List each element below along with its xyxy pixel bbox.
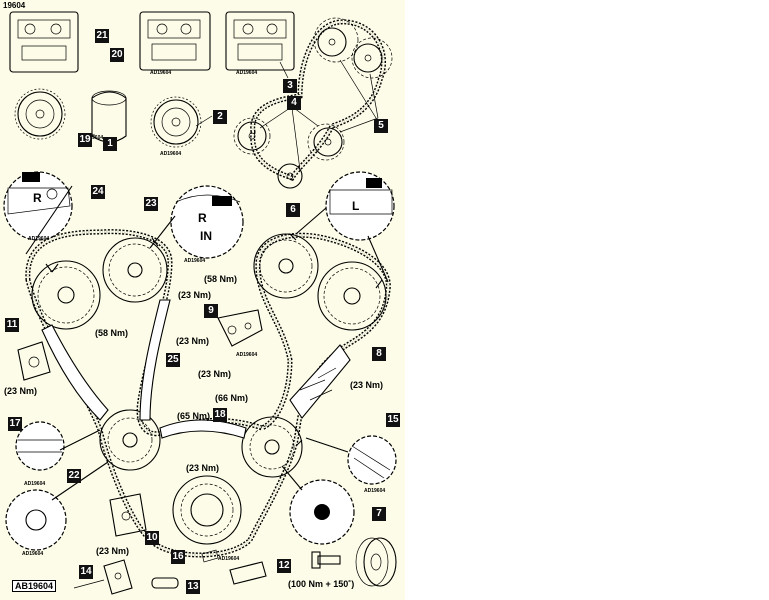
callout-1: 1 [103, 137, 117, 151]
ad-code-label: AD19604 [28, 236, 50, 242]
callout-6: 6 [286, 203, 300, 217]
crank-bolt [311, 551, 341, 569]
tensioner-9 [217, 309, 263, 347]
chain-guide-left [41, 324, 109, 421]
callout-23: 23 [144, 197, 158, 211]
callout-22: 22 [67, 469, 81, 483]
callout-10: 10 [145, 531, 159, 545]
detail-6: L [325, 171, 395, 241]
cam-sprocket-left-2 [102, 237, 168, 303]
tensioner-10 [109, 493, 147, 537]
ad-code-label: AD19604 [364, 488, 386, 494]
torque-tensioner-10: (23 Nm) [96, 546, 130, 556]
callout-15: 15 [386, 413, 400, 427]
torque-tensioner-9: (23 Nm) [176, 336, 210, 346]
callout-16: 16 [171, 550, 185, 564]
callout-20: 20 [110, 48, 124, 62]
idler-left [99, 409, 161, 471]
ad-code-label: AD19604 [160, 151, 182, 157]
sprocket-19 [14, 88, 66, 140]
callout-18: 18 [213, 408, 227, 422]
cam-sprocket-left-1 [31, 260, 101, 330]
callout-9: 9 [204, 304, 218, 318]
crank-sprocket [172, 475, 242, 545]
tool-12 [201, 549, 267, 585]
torque-guide-lower: (23 Nm) [186, 463, 220, 473]
callout-13: 13 [186, 580, 200, 594]
callout-17: 17 [8, 417, 22, 431]
cam-sprocket-right-1 [253, 233, 319, 299]
mark-in-label: IN [200, 229, 212, 243]
torque-right-cam: (58 Nm) [204, 274, 238, 284]
callout-5: 5 [374, 119, 388, 133]
callout-25: 25 [166, 353, 180, 367]
callout-11: 11 [5, 318, 19, 332]
callout-3: 3 [283, 79, 297, 93]
callout-4: 4 [287, 96, 301, 110]
callout-21: 21 [95, 29, 109, 43]
pin-13 [151, 577, 179, 589]
timing-chain-diagram: R R IN L [3, 11, 397, 595]
ad-code-label: AD19604 [24, 481, 46, 487]
mark-l-label: L [352, 199, 359, 213]
callout-8: 8 [372, 347, 386, 361]
ad-code-label: AD19604 [82, 135, 104, 141]
callout-19: 19 [78, 133, 92, 147]
torque-idler-left: (65 Nm) [177, 411, 211, 421]
torque-crank-bolt: (100 Nm + 150˚) [288, 579, 355, 589]
detail-22 [5, 489, 67, 551]
torque-idler-right: (66 Nm) [215, 393, 249, 403]
detail-24: R [3, 171, 73, 241]
chain-guide-25 [139, 299, 171, 421]
cylinder-head-right [225, 11, 295, 71]
tool-1 [91, 90, 127, 143]
ad-code-label: AD19604 [218, 556, 240, 562]
figure-reference-bottom: AB19604 [12, 580, 57, 592]
torque-tensioner-11: (23 Nm) [4, 386, 38, 396]
main-timing-chain [25, 229, 391, 558]
tensioner-11 [17, 341, 51, 381]
ad-code-label: AD19604 [236, 70, 258, 76]
mark-r-in-label: R [198, 211, 207, 225]
callout-14: 14 [79, 565, 93, 579]
detail-7 [289, 479, 355, 545]
callout-12: 12 [277, 559, 291, 573]
detail-23: R IN [170, 185, 244, 259]
mark-r-label: R [33, 191, 42, 205]
blank-area [405, 0, 769, 600]
tool-14 [73, 559, 133, 595]
small-chain-loop [233, 17, 393, 189]
callout-24: 24 [91, 185, 105, 199]
torque-guide-top: (23 Nm) [178, 290, 212, 300]
sprocket-2 [150, 96, 202, 148]
ad-code-label: AD19604 [184, 258, 206, 264]
crank-pulley [355, 537, 397, 587]
timing-marks [45, 233, 383, 447]
ad-code-label: AD19604 [150, 70, 172, 76]
callout-7: 7 [372, 507, 386, 521]
cam-sprocket-right-2 [317, 261, 387, 331]
idler-right [241, 416, 303, 478]
callout-2: 2 [213, 110, 227, 124]
cylinder-head-left [9, 11, 79, 73]
torque-left-cam: (58 Nm) [95, 328, 129, 338]
torque-tensioner-8: (23 Nm) [350, 380, 384, 390]
figure-reference-top: 19604 [3, 1, 26, 10]
detail-17 [15, 421, 65, 471]
cylinder-head-middle [139, 11, 211, 71]
guide-18 [159, 419, 247, 439]
detail-15 [347, 435, 397, 485]
ad-code-label: AD19604 [22, 551, 44, 557]
torque-guide-mid: (23 Nm) [198, 369, 232, 379]
tensioner-8 [289, 344, 351, 419]
ad-code-label: AD19604 [236, 352, 258, 358]
diagram-panel: R R IN L [0, 0, 405, 600]
